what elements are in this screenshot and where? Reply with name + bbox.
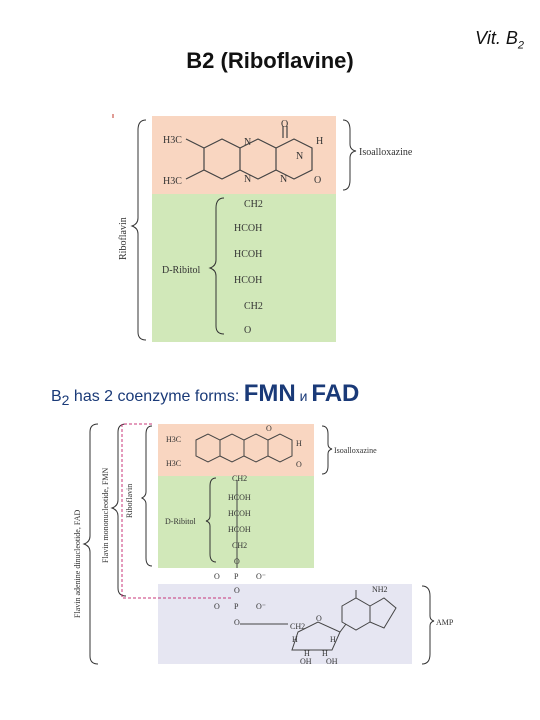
isoalloxazine-label: Isoalloxazine [359, 147, 413, 158]
fmn-label-full: Flavin mononucleotide, FMN [101, 467, 110, 563]
svg-text:H: H [322, 649, 328, 658]
svg-text:O⁻: O⁻ [256, 602, 266, 611]
chain-atom: HCOH [234, 275, 262, 286]
svg-text:O: O [214, 602, 220, 611]
ribitol-region-2 [158, 476, 314, 568]
atom-n4: N [280, 174, 287, 185]
chain-atom: HCOH [234, 249, 262, 260]
svg-text:CH2: CH2 [232, 541, 247, 550]
ribitol-region [152, 194, 336, 342]
svg-text:OH: OH [326, 657, 338, 666]
atom-n1: N [244, 137, 251, 148]
svg-text:CH2: CH2 [290, 622, 305, 631]
svg-text:H: H [296, 439, 302, 448]
methyl-bottom: H3C [163, 176, 182, 187]
svg-text:O: O [234, 557, 240, 566]
svg-text:O: O [316, 614, 322, 623]
svg-text:P: P [234, 602, 239, 611]
svg-text:HCOH: HCOH [228, 525, 251, 534]
svg-text:H3C: H3C [166, 435, 181, 444]
fad-label: FAD [311, 380, 360, 407]
vitamin-label: Vit. B2 [475, 28, 524, 52]
svg-text:O: O [296, 460, 302, 469]
isoalloxazine-region [152, 116, 336, 194]
riboflavin-label-2: Riboflavin [125, 484, 134, 518]
svg-text:O⁻: O⁻ [256, 572, 266, 581]
chain-atom: CH2 [244, 301, 263, 312]
amp-label: AMP [436, 618, 454, 627]
fad-label-full: Flavin adenine dinucleotide, FAD [73, 510, 82, 618]
chain-atom: CH2 [244, 199, 263, 210]
ribitol-label: D-Ribitol [162, 265, 201, 276]
atom-n3: N [244, 174, 251, 185]
isoalloxazine-region-2 [158, 424, 314, 476]
methyl-top: H3C [163, 135, 182, 146]
riboflavin-structure-figure: H3C H3C N N N N O O H Isoalloxazine Ribo… [112, 114, 413, 342]
svg-text:O: O [234, 586, 240, 595]
atom-h: H [316, 136, 323, 147]
svg-text:O: O [234, 618, 240, 627]
svg-text:OH: OH [300, 657, 312, 666]
isoalloxazine-brace [342, 119, 357, 191]
svg-text:H: H [304, 649, 310, 658]
ring-bonds-2 [195, 433, 293, 463]
svg-text:O: O [266, 424, 272, 433]
riboflavin-brace [130, 119, 147, 341]
svg-text:O: O [214, 572, 220, 581]
fmn-label: FMN [243, 380, 296, 407]
coenzyme-forms-text: B2 has 2 coenzyme forms: FMN и FAD [51, 380, 360, 409]
svg-text:HCOH: HCOH [228, 509, 251, 518]
fmn-dashed-bracket [121, 423, 232, 599]
isoalloxazine-label-2: Isoalloxazine [334, 446, 377, 455]
svg-text:H: H [292, 635, 298, 644]
fmn-fad-structure-figure: H3C H3C O O H Isoalloxazine Riboflavin F… [73, 423, 454, 666]
svg-text:HCOH: HCOH [228, 493, 251, 502]
atom-n2: N [296, 151, 303, 162]
chain-atom: O [244, 325, 251, 336]
svg-text:CH2: CH2 [232, 474, 247, 483]
ring-bonds [185, 126, 313, 180]
riboflavin-label: Riboflavin [118, 217, 129, 260]
nh2-label: NH2 [372, 585, 388, 594]
svg-text:P: P [234, 572, 239, 581]
svg-text:H: H [330, 635, 336, 644]
ribitol-brace [208, 197, 225, 335]
ribitol-label-2: D-Ribitol [165, 517, 196, 526]
svg-text:H3C: H3C [166, 459, 181, 468]
chain-atom: HCOH [234, 223, 262, 234]
atom-o2: O [314, 175, 321, 186]
atom-o1: O [281, 119, 288, 130]
page-title: B2 (Riboflavine) [186, 48, 354, 73]
